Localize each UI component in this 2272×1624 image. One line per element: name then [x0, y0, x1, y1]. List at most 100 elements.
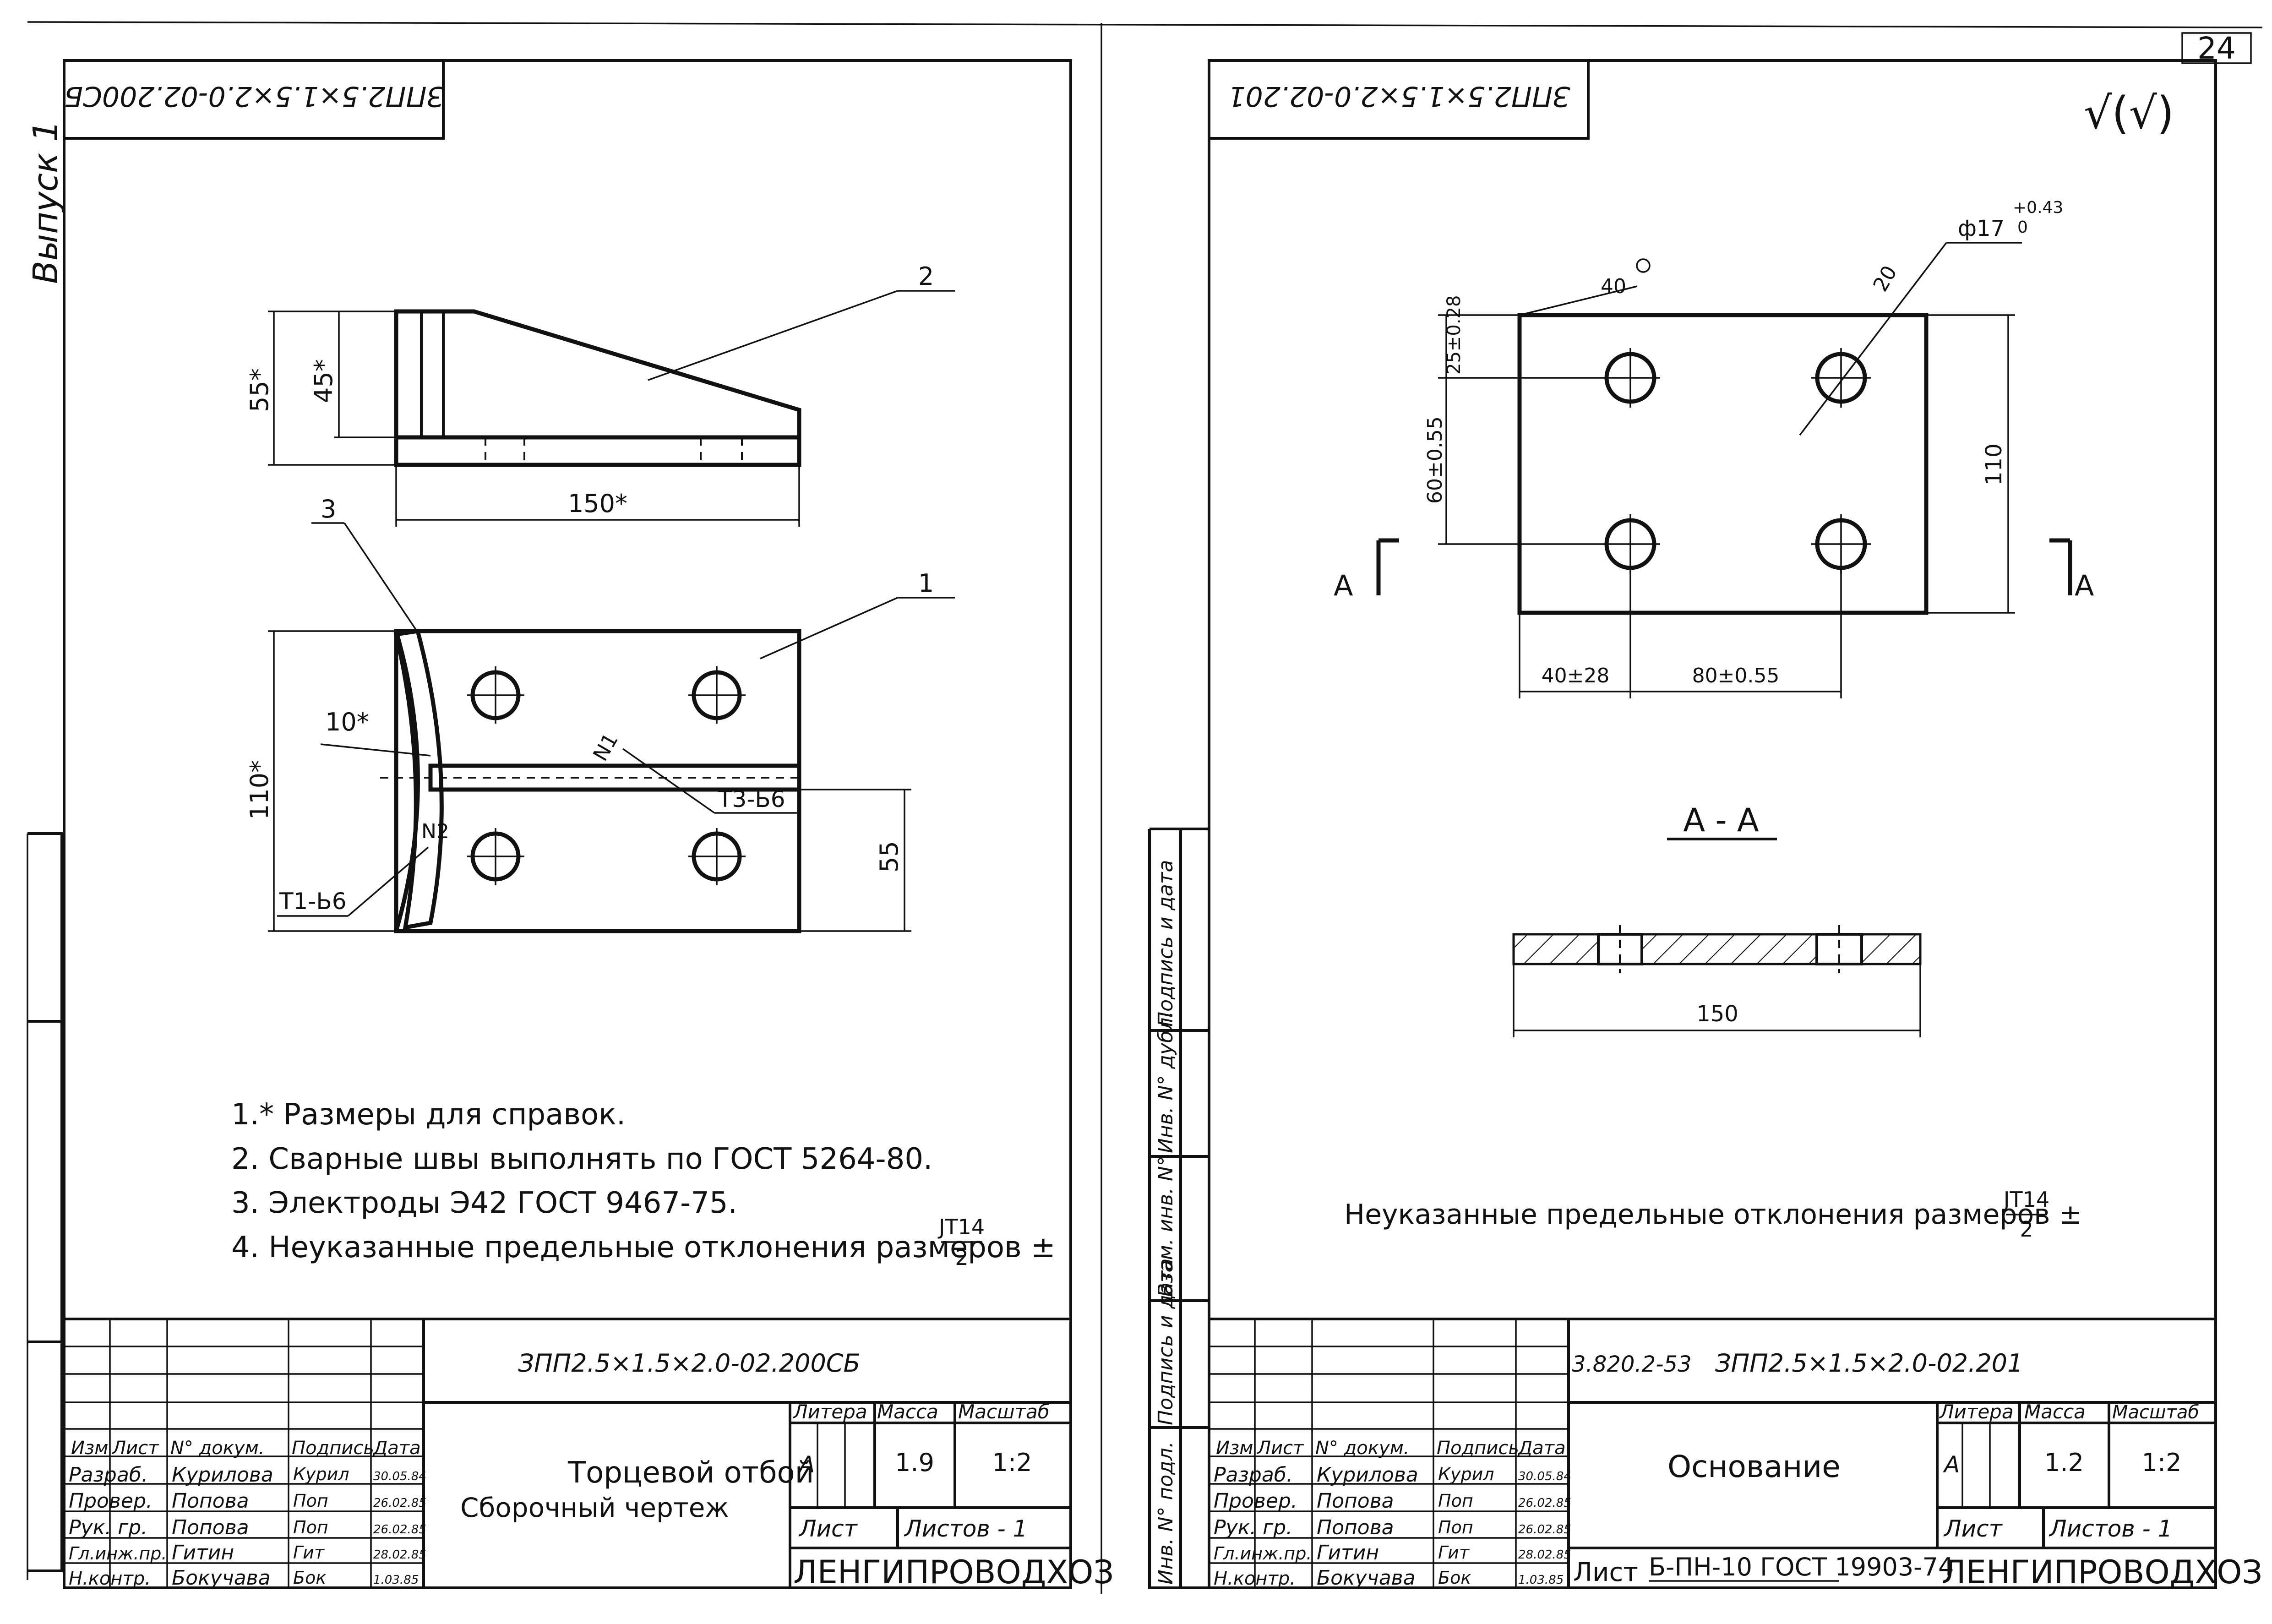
cut-label-left: А [1334, 569, 1353, 602]
note-3: 3. Электроды Э42 ГОСТ 9467-75. [231, 1186, 737, 1220]
tolerance-den: 2 [955, 1245, 968, 1270]
right-sheet-frame [1208, 59, 2217, 1589]
leader-1: 1 [918, 569, 934, 598]
svg-text:30.05.84: 30.05.84 [373, 1470, 426, 1483]
svg-text:Листов - 1: Листов - 1 [2049, 1515, 2172, 1542]
svg-text:Разраб.: Разраб. [1214, 1463, 1293, 1487]
left-front-view: 110* 55 10* 3 1 N1 Т3-Ь6 N2 Т1-Ь6 [245, 495, 955, 933]
svg-text:28.02.85: 28.02.85 [1518, 1548, 1571, 1562]
left-corner-code: ЗПП2.5×1.5×2.0-02.200СБ [64, 80, 444, 112]
svg-text:Гл.инж.пр.: Гл.инж.пр. [69, 1543, 167, 1564]
svg-text:А: А [1943, 1451, 1960, 1478]
check-mark: √(√) [2084, 87, 2174, 139]
cut-label-right: А [2075, 569, 2094, 602]
right-note: Неуказанные предельные отклонения размер… [1344, 1199, 2082, 1231]
left-sheet-frame [63, 59, 1072, 1589]
svg-text:Бокучава: Бокучава [1317, 1566, 1416, 1590]
cut-mark-right [2049, 538, 2072, 595]
svg-text:Лист: Лист [1943, 1515, 2003, 1542]
svg-text:Масштаб: Масштаб [2112, 1402, 2199, 1423]
svg-text:Бок: Бок [1438, 1568, 1471, 1588]
svg-text:Литера: Литера [1939, 1401, 2014, 1423]
weld-n2: N2 [421, 820, 449, 843]
note-4: 4. Неуказанные предельные отклонения раз… [231, 1231, 1056, 1264]
left-tb-title-1: Торцевой отбой [567, 1456, 814, 1490]
part-profile [394, 309, 801, 440]
left-top-view: 55* 45* 150* 2 [245, 262, 955, 527]
right-corner-stamp [1208, 60, 1590, 140]
svg-text:Подпись и дата: Подпись и дата [1154, 1259, 1177, 1425]
svg-text:1:2: 1:2 [992, 1448, 1032, 1477]
svg-text:Поп: Поп [1438, 1491, 1473, 1511]
dim-110-star: 110* [245, 760, 274, 820]
svg-text:Лист: Лист [111, 1438, 159, 1459]
base-plate [1517, 313, 1929, 615]
left-tb-designation: ЗПП2.5×1.5×2.0-02.200СБ [518, 1349, 860, 1378]
weld-t3: Т3-Ь6 [718, 786, 785, 812]
dim-45-star: 45* [309, 359, 338, 403]
svg-text:26.02.85: 26.02.85 [373, 1523, 426, 1537]
left-notes: 1.* Размеры для справок. 2. Сварные швы … [231, 1098, 1056, 1270]
svg-text:Н.контр.: Н.контр. [1214, 1568, 1296, 1589]
svg-text:А: А [798, 1451, 815, 1478]
svg-text:Н.контр.: Н.контр. [69, 1568, 151, 1589]
dim-40-roughness: 40 [1601, 275, 1626, 298]
svg-text:Инв. N° подл.: Инв. N° подл. [1154, 1441, 1177, 1585]
left-binding-strip [27, 832, 63, 1572]
svg-text:Изм: Изм [1216, 1438, 1253, 1459]
svg-text:Курилова: Курилова [172, 1463, 273, 1487]
svg-text:Бокучава: Бокучава [172, 1566, 271, 1590]
svg-text:Изм: Изм [71, 1438, 108, 1459]
svg-text:Инв. N° дубл.: Инв. N° дубл. [1154, 1011, 1177, 1153]
leader-3: 3 [321, 495, 336, 523]
plate-outline [394, 629, 801, 933]
svg-text:Листов - 1: Листов - 1 [904, 1515, 1027, 1542]
svg-text:Попова: Попова [1317, 1516, 1394, 1539]
svg-text:Поп: Поп [1438, 1517, 1473, 1537]
left-tb-title-2: Сборочный чертеж [460, 1492, 729, 1523]
svg-text:26.02.85: 26.02.85 [373, 1496, 426, 1510]
svg-text:28.02.85: 28.02.85 [373, 1548, 426, 1562]
svg-text:Гит: Гит [293, 1542, 325, 1563]
weld-n1: N1 [588, 729, 623, 765]
left-corner-stamp [63, 60, 445, 140]
dim-110: 110 [1981, 443, 2007, 485]
dim-55-star: 55* [245, 368, 274, 412]
svg-text:1.9: 1.9 [895, 1448, 934, 1477]
right-tb-org: ЛЕНГИПРОВОДХОЗ [1942, 1553, 2262, 1591]
svg-text:1.2: 1.2 [2044, 1448, 2084, 1477]
end-bar [393, 628, 444, 930]
svg-text:Попова: Попова [172, 1516, 249, 1539]
svg-text:Попова: Попова [172, 1489, 249, 1513]
svg-text:Масса: Масса [2024, 1401, 2086, 1423]
svg-text:26.02.85: 26.02.85 [1518, 1496, 1571, 1510]
left-tb-org: ЛЕНГИПРОВОДХОЗ [793, 1553, 1114, 1591]
svg-text:Гитин: Гитин [172, 1541, 234, 1564]
right-sheet: ЗПП2.5×1.5×2.0-02.201 Инв. N° подл. Подп… [1148, 59, 2262, 1591]
svg-text:Подпись: Подпись [1437, 1438, 1519, 1459]
dim-150-star: 150* [568, 489, 627, 518]
left-sheet: ЗПП2.5×1.5×2.0-02.200СБ 55* 45* 150* [63, 59, 1114, 1591]
svg-text:3.820.2-53: 3.820.2-53 [1572, 1352, 1692, 1377]
dim-150: 150 [1696, 1001, 1738, 1027]
right-tolerance-num: JT14 [2002, 1187, 2049, 1212]
svg-text:Дата: Дата [1517, 1438, 1566, 1459]
svg-text:Курилова: Курилова [1317, 1463, 1418, 1487]
svg-text:Дата: Дата [372, 1438, 421, 1459]
svg-text:Курил: Курил [293, 1464, 349, 1484]
svg-text:1.03.85: 1.03.85 [373, 1573, 419, 1587]
dim-10-star: 10* [325, 708, 369, 736]
right-corner-code: ЗПП2.5×1.5×2.0-02.201 [1228, 80, 1570, 112]
dim-25: 25±0.28 [1444, 295, 1465, 375]
svg-text:Курил: Курил [1438, 1464, 1494, 1484]
dim-60: 60±0.55 [1423, 416, 1447, 504]
svg-text:Гитин: Гитин [1317, 1541, 1379, 1564]
svg-text:26.02.85: 26.02.85 [1518, 1523, 1571, 1537]
svg-text:Рук. гр.: Рук. гр. [69, 1516, 147, 1539]
section-a-a: А - А 150 [1512, 801, 1922, 1037]
hole-diameter: ф17 [1958, 216, 2005, 241]
section-title: А - А [1683, 801, 1759, 839]
svg-text:Масштаб: Масштаб [958, 1401, 1050, 1423]
note-2: 2. Сварные швы выполнять по ГОСТ 5264-80… [231, 1142, 932, 1176]
page-top-edge [27, 21, 2263, 28]
